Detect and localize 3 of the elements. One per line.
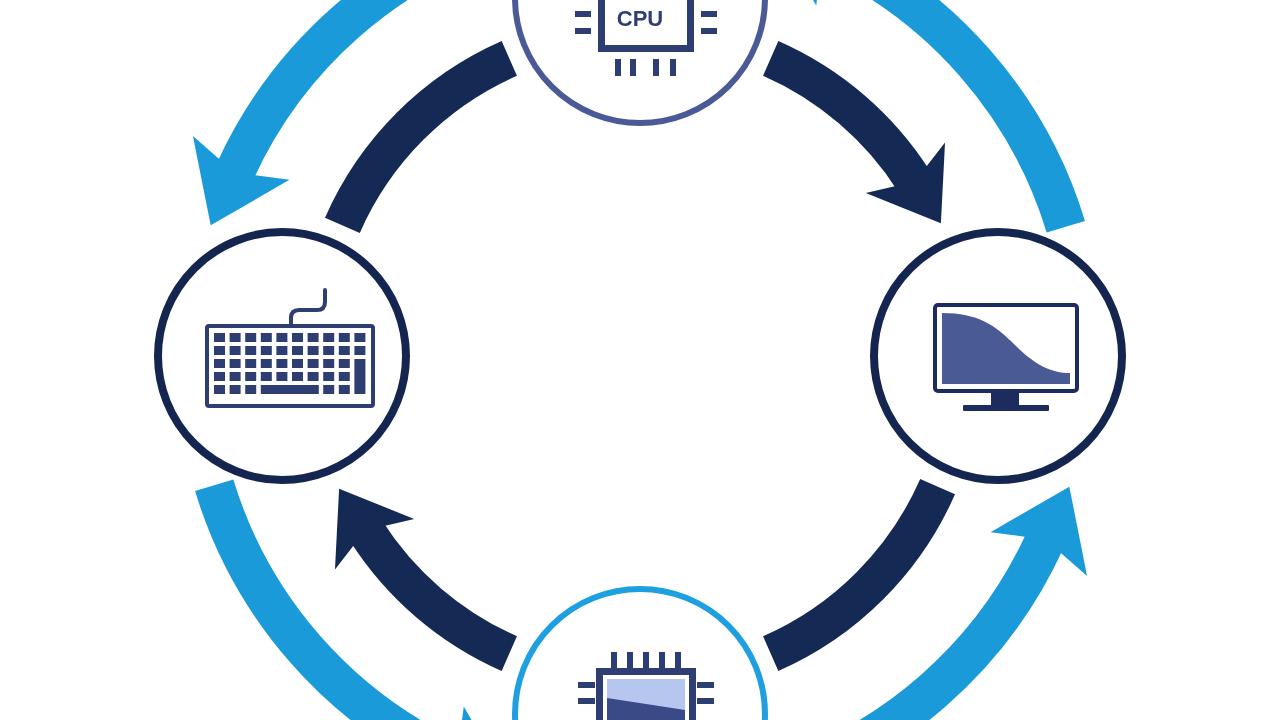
chip-label: CPU <box>616 7 664 31</box>
curved-connector <box>762 478 955 671</box>
curved-connector <box>325 41 518 234</box>
